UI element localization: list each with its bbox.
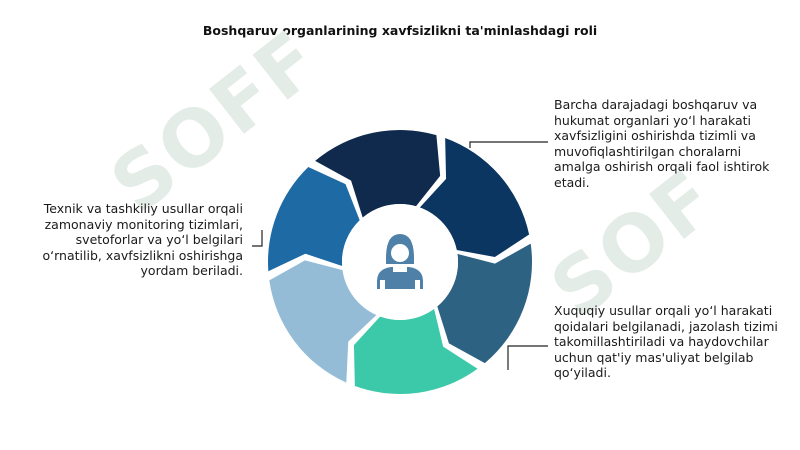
segment-top-right	[419, 137, 530, 258]
connector-top-right	[469, 141, 548, 148]
segment-top	[315, 129, 441, 218]
person-icon	[377, 234, 423, 289]
connector-left	[252, 230, 263, 247]
segment-bottom-left	[269, 260, 377, 383]
text-top-right-governance: Barcha darajadagi boshqaruv va hukumat o…	[554, 97, 770, 190]
connector-bottom-right	[507, 345, 548, 370]
text-bottom-right-legal: Xuquqiy usullar orqali yo‘l harakati qoi…	[554, 303, 778, 380]
segment-left	[268, 167, 360, 272]
text-left-technical: Texnik va tashkiliy usullar orqali zamon…	[42, 201, 243, 278]
segment-right	[437, 243, 532, 364]
segment-bottom-right	[353, 308, 478, 395]
cycle-segments	[268, 129, 532, 395]
diagram-title: Boshqaruv organlarining xavfsizlikni ta'…	[202, 23, 598, 38]
